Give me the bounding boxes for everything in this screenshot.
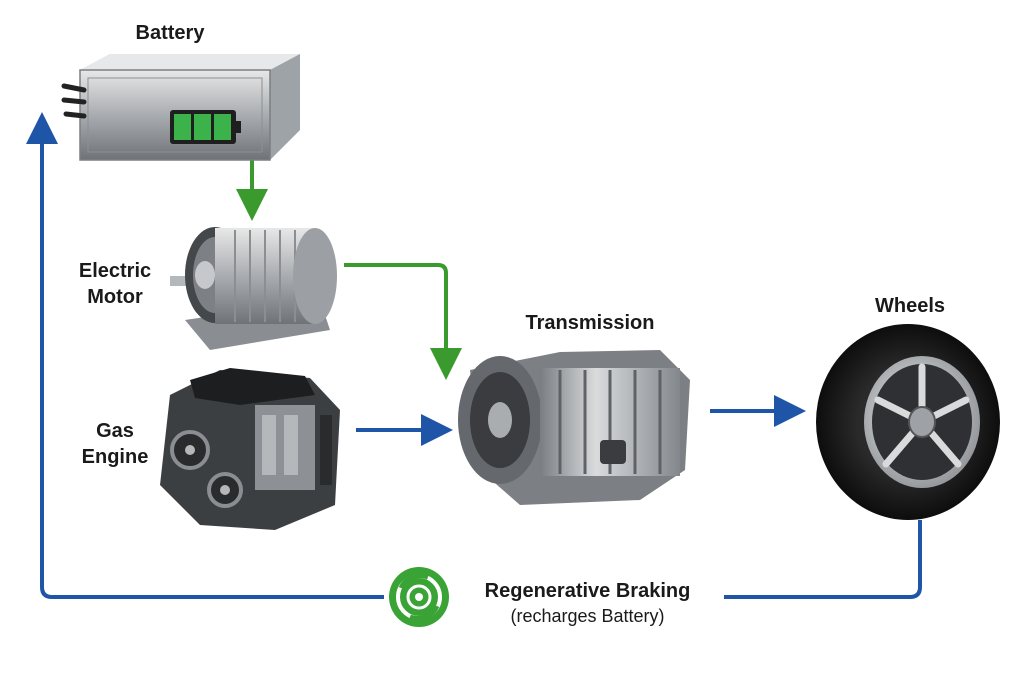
battery-icon <box>61 54 300 161</box>
transmission-label: Transmission <box>525 312 655 334</box>
electric-motor-label-line1: Electric <box>78 260 152 282</box>
wheel-icon <box>816 324 1000 520</box>
regenerative-braking-icon <box>389 567 449 627</box>
battery-label: Battery <box>135 22 205 44</box>
motor-to-transmission-arrow <box>344 263 462 380</box>
gas-engine-label-line2: Engine <box>81 446 149 468</box>
gas-engine-label-line1: Gas <box>96 420 134 442</box>
regen-title: Regenerative Braking <box>484 580 691 602</box>
wheels-label: Wheels <box>874 295 946 317</box>
electric-motor-icon <box>170 227 337 350</box>
wheels-to-regen-line <box>724 520 922 599</box>
gas-engine-icon <box>160 368 340 530</box>
transmission-icon <box>458 350 690 505</box>
gas-engine-label: Gas Engine <box>55 418 175 470</box>
regen-subtitle: (recharges Battery) <box>510 606 665 626</box>
electric-motor-label-line2: Motor <box>87 286 143 308</box>
electric-motor-label: Electric Motor <box>55 258 175 310</box>
regen-to-battery-arrow <box>26 112 384 599</box>
